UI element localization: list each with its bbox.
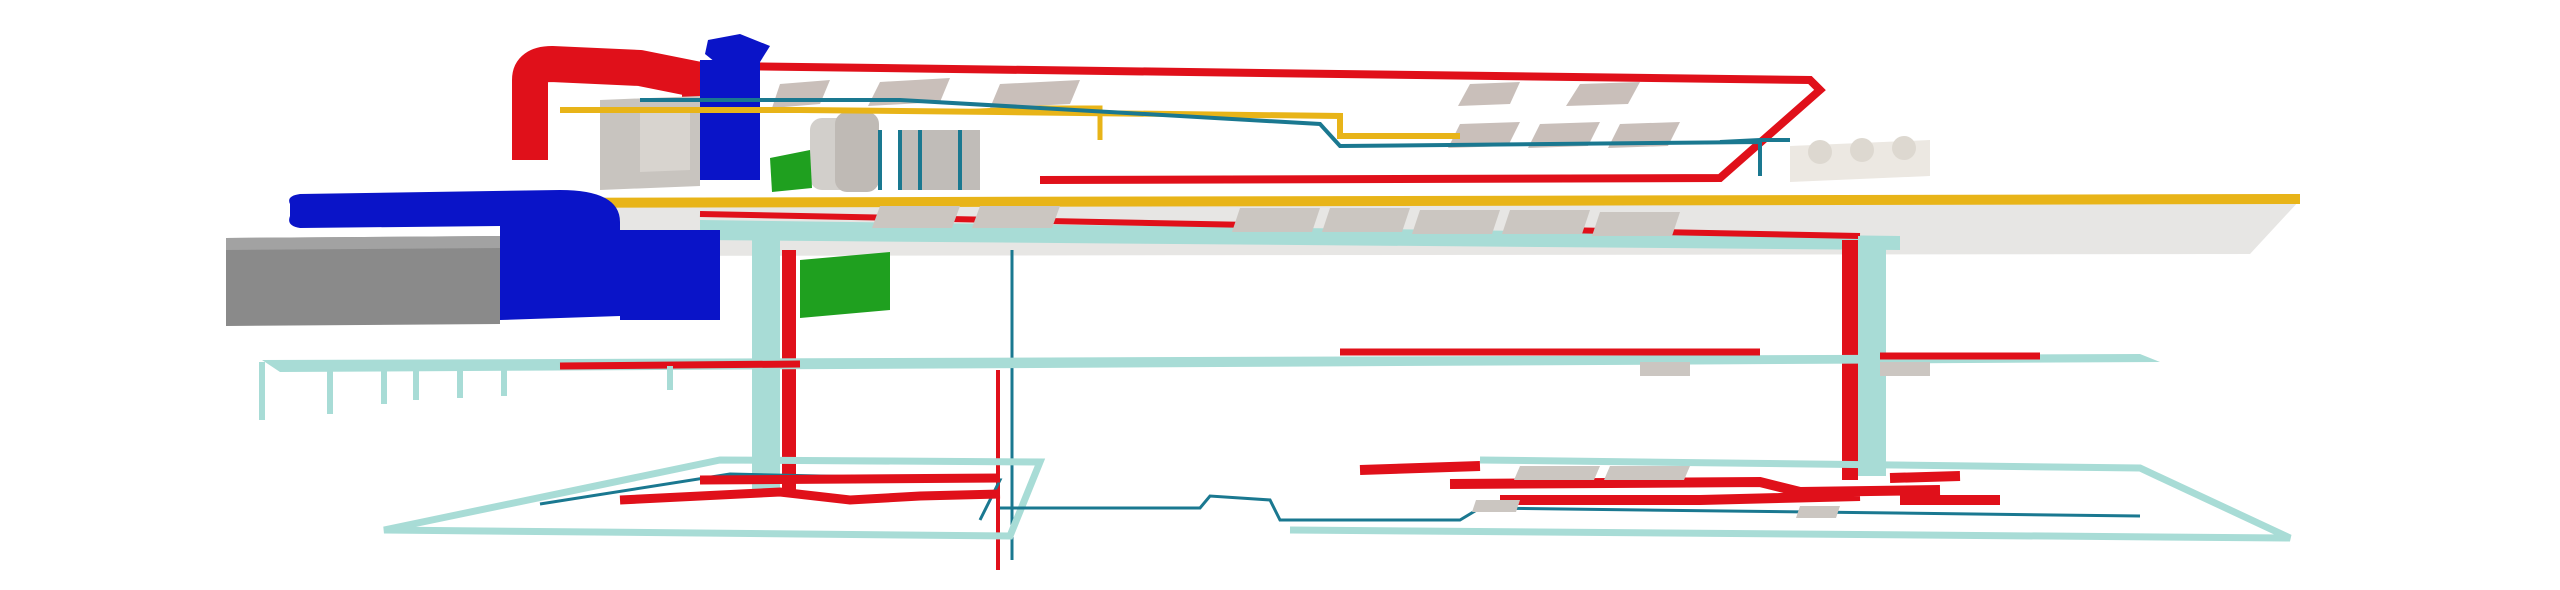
tank-2 — [835, 112, 879, 192]
green-equipment-mid — [800, 252, 890, 318]
gray-ahu-left — [226, 236, 500, 326]
lower-floor — [383, 456, 2292, 542]
green-equipment-upper — [770, 150, 812, 192]
exhaust-loop-lower-right — [1289, 456, 2292, 542]
upper-ceiling-panels — [772, 78, 1680, 148]
red-ducts-lower-right — [1359, 461, 2000, 505]
gray-panels-lower — [1472, 466, 1840, 518]
teal-pipe-to-condensers — [1719, 138, 1790, 144]
condensing-units — [1790, 136, 1930, 182]
main-slab-panels — [872, 206, 1680, 236]
ahu-gray-unit-2 — [640, 108, 690, 172]
left-drop-branches — [259, 362, 673, 420]
red-duct-second-level — [559, 348, 2040, 370]
gray-box-second-level-2 — [1880, 362, 1930, 376]
teal-pipe-upper-run — [640, 98, 1762, 176]
blue-riser — [700, 60, 760, 180]
gray-box-second-level — [1640, 362, 1690, 376]
exhaust-loop-lower-left — [383, 456, 1046, 540]
pump-cluster — [900, 130, 980, 190]
middle-main-slab — [226, 190, 2300, 570]
blue-duct-head — [705, 34, 770, 66]
blue-duct-block — [620, 230, 720, 320]
yellow-pipe-main — [470, 194, 2300, 208]
middle-floor — [259, 348, 2160, 420]
red-ducts-lower-left — [619, 473, 1001, 505]
blue-return-duct-main — [289, 190, 620, 320]
red-duct-large-bend — [512, 46, 718, 160]
teal-vertical-valves — [878, 130, 962, 190]
upper-plant-floor — [512, 34, 1930, 192]
red-riser-left — [782, 250, 796, 490]
gray-ahu-left-top — [226, 236, 500, 250]
